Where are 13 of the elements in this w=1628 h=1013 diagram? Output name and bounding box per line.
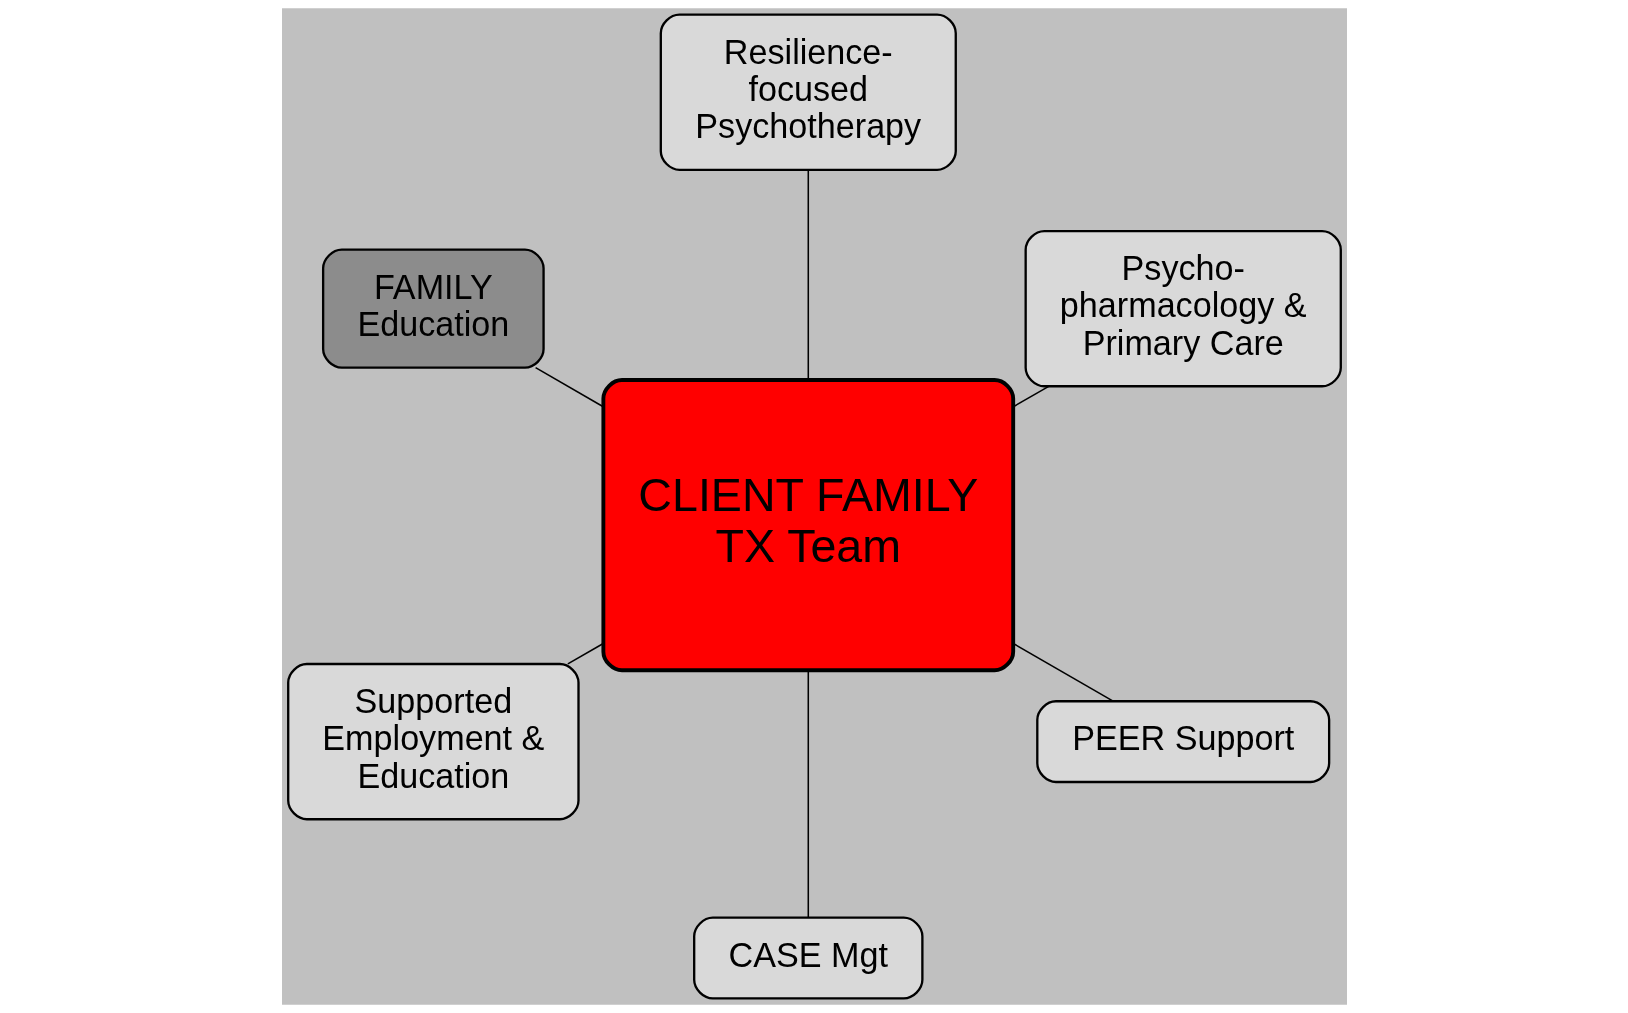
node-box: Supported Employment & Education <box>286 662 580 821</box>
connector <box>566 642 604 665</box>
connector <box>807 169 809 381</box>
connector <box>534 366 604 408</box>
node-box: CASE Mgt <box>692 916 924 1000</box>
node-box: Psycho- pharmacology & Primary Care <box>1024 229 1342 388</box>
connector <box>807 669 809 919</box>
node-box: CLIENT FAMILY TX Team <box>600 378 1015 673</box>
connector <box>1012 385 1049 408</box>
node-box: Resilience- focused Psychotherapy <box>659 13 957 171</box>
connector <box>1012 642 1114 702</box>
node-box: PEER Support <box>1035 700 1330 784</box>
node-box: FAMILY Education <box>321 248 545 369</box>
